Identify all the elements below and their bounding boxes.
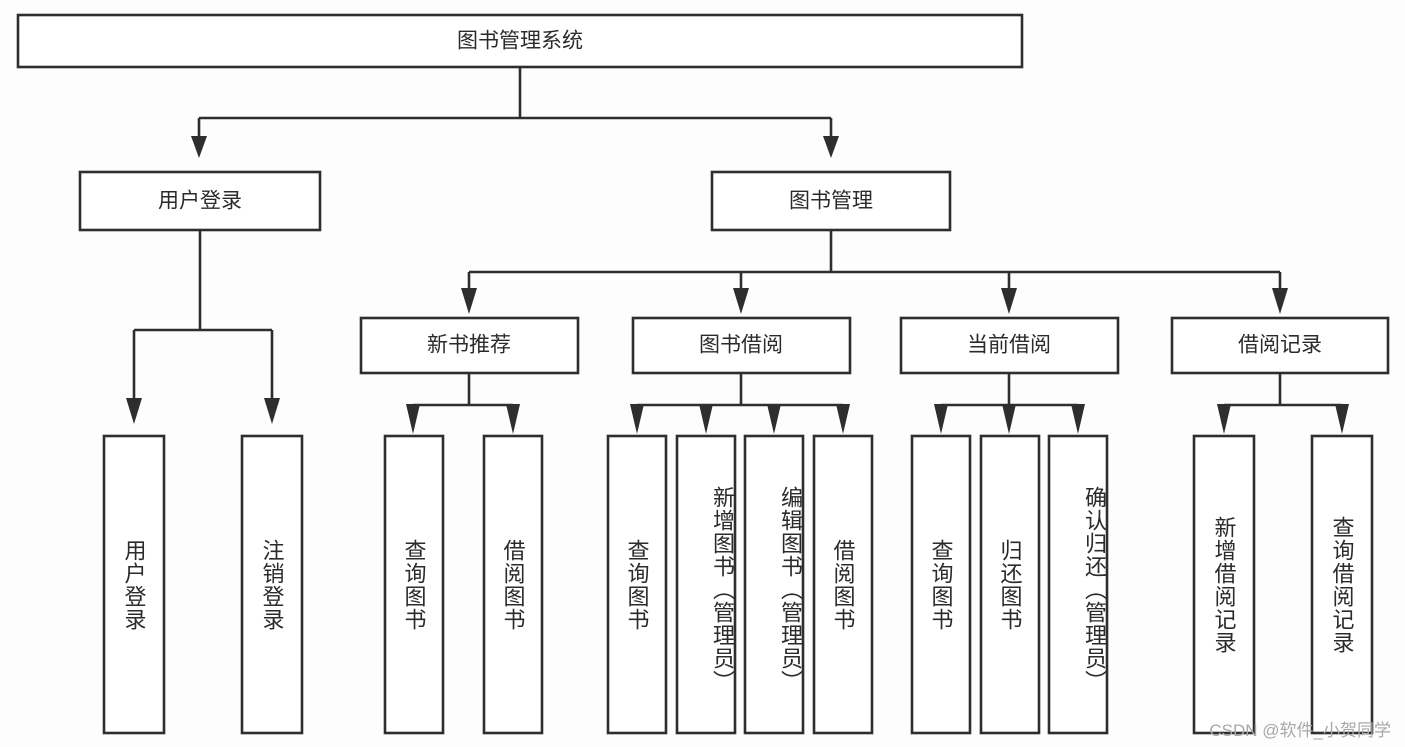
leaf-box-current-borrow-0[interactable] (910, 434, 972, 735)
connector-borrow-record-to-leaves (1217, 373, 1349, 434)
node-level2-new-book-recommend[interactable]: 新书推荐 (359, 316, 580, 375)
leaf-box-new-book-1[interactable] (482, 434, 544, 735)
node-root-label: 图书管理系统 (457, 30, 583, 53)
node-level2-current-borrow-label: 当前借阅 (967, 334, 1051, 357)
node-level2-borrow-record-label: 借阅记录 (1238, 334, 1322, 357)
node-level1-book-manage[interactable]: 图书管理 (710, 170, 952, 232)
node-level2-book-borrow-label: 图书借阅 (699, 334, 783, 357)
connector-root-to-level1 (191, 67, 839, 158)
connector-book-borrow-to-leaves (630, 373, 850, 434)
node-level1-user-login[interactable]: 用户登录 (78, 170, 322, 232)
arrow-to-user-login (191, 136, 207, 158)
node-level2-book-borrow[interactable]: 图书借阅 (631, 316, 852, 375)
node-level2-borrow-record[interactable]: 借阅记录 (1170, 316, 1390, 375)
node-level2-new-book-recommend-label: 新书推荐 (427, 334, 511, 357)
node-level2-current-borrow[interactable]: 当前借阅 (899, 316, 1120, 375)
node-root[interactable]: 图书管理系统 (16, 13, 1024, 69)
leaf-box-book-borrow-2[interactable] (743, 434, 805, 735)
leaf-box-book-borrow-0[interactable] (606, 434, 668, 735)
connector-new-book-recommend-to-leaves (406, 373, 520, 434)
leaf-box-user-login-1[interactable] (240, 434, 304, 735)
leaf-box-new-book-0[interactable] (383, 434, 445, 735)
leaf-box-book-borrow-3[interactable] (812, 434, 874, 735)
connector-book-manage-to-level2 (461, 230, 1288, 314)
node-level1-user-login-label: 用户登录 (158, 190, 242, 213)
leaf-box-current-borrow-1[interactable] (979, 434, 1041, 735)
connector-user-login-to-leaves (126, 230, 280, 424)
leaf-box-book-borrow-1[interactable] (675, 434, 737, 735)
csdn-watermark: CSDN @软件_小贺同学 (1209, 721, 1391, 740)
connector-current-borrow-to-leaves (934, 373, 1085, 434)
node-level1-book-manage-label: 图书管理 (789, 190, 873, 213)
leaf-box-user-login-0[interactable] (102, 434, 166, 735)
leaf-box-borrow-record-0[interactable] (1192, 434, 1256, 735)
leaf-box-borrow-record-1[interactable] (1310, 434, 1374, 735)
leaf-box-current-borrow-2[interactable] (1047, 434, 1109, 735)
arrow-to-book-manage (823, 136, 839, 158)
